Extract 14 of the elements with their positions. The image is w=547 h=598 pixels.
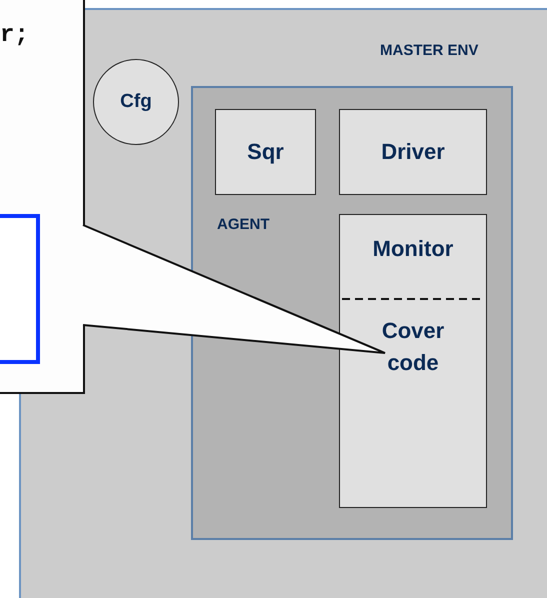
component-box (215, 109, 316, 195)
box-title: MASTER ENV (380, 42, 478, 59)
box-label: Cfg (119, 90, 153, 114)
box-label: Sqr (246, 138, 285, 166)
box-label: Driver (380, 138, 446, 166)
box-title: AGENT (217, 216, 270, 233)
callout-box (0, 0, 85, 394)
box-label: Cover code (380, 317, 446, 377)
code-box (0, 214, 40, 364)
component-box (339, 109, 487, 195)
code-text: r; (0, 22, 29, 49)
agent-box (191, 86, 513, 540)
box-label: Monitor (372, 235, 454, 263)
component-box (339, 214, 487, 508)
